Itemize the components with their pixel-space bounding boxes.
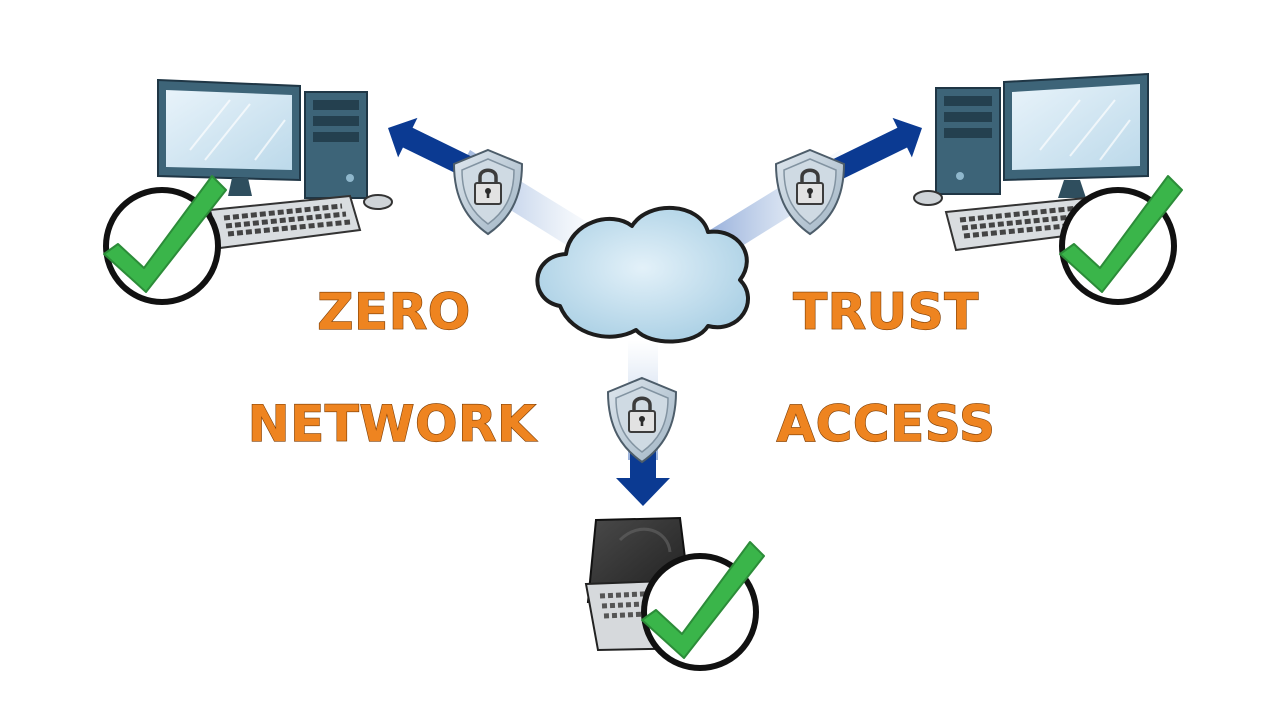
desktop-computer-left-icon [157,78,393,248]
label-network: NETWORK [248,395,538,453]
cloud-icon [535,205,750,344]
shield-lock-bottom-icon [606,376,678,464]
label-zero: ZERO [317,283,470,341]
label-trust: TRUST [793,283,979,341]
desktop-computer-right-icon [913,72,1149,250]
shield-lock-left-icon [452,148,524,236]
shield-lock-right-icon [774,148,846,236]
label-access: ACCESS [776,395,995,453]
check-circle-left-icon [104,176,226,302]
